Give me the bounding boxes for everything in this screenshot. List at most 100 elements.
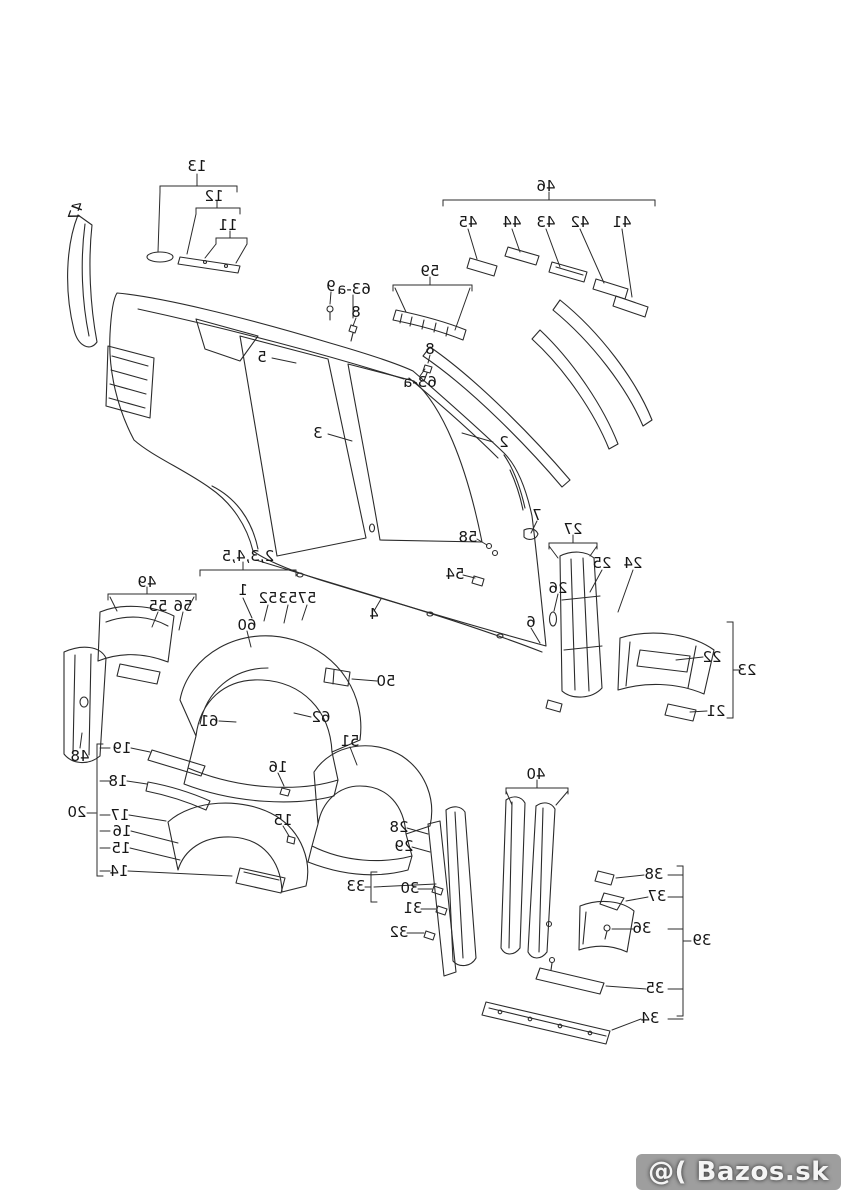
inner-panel-48 — [63, 646, 107, 764]
leader-line — [79, 732, 83, 749]
clip-15 — [286, 835, 296, 845]
part-callout-27: 27 — [563, 520, 582, 538]
sill-rivet — [527, 1016, 533, 1022]
part-callout-63-a: 63-a — [403, 373, 437, 391]
part-callout-2,3,4,5: 2,3,4,5 — [222, 547, 274, 565]
leader-line — [611, 1018, 642, 1031]
part-callout-38: 38 — [644, 865, 663, 883]
leader-line — [127, 870, 233, 877]
body-side-frame-outline — [109, 292, 547, 647]
part-callout-29: 29 — [394, 837, 413, 855]
leader-line — [263, 604, 269, 622]
leader-line — [605, 985, 647, 990]
small-bracket — [545, 699, 563, 713]
sill-rivet — [497, 1009, 503, 1015]
part-callout-58: 58 — [458, 528, 477, 546]
leader-line — [271, 357, 297, 364]
part-callout-43: 43 — [536, 213, 555, 231]
sill-rivet — [557, 1023, 563, 1029]
part-callout-2: 2 — [499, 433, 509, 451]
part-callout-15: 15 — [273, 811, 292, 829]
side-member-22-23 — [617, 632, 715, 695]
a-pillar-inner-line — [408, 377, 499, 459]
part-callout-26: 26 — [548, 579, 567, 597]
part-47-inner-line — [81, 223, 90, 337]
part-callout-30: 30 — [400, 879, 419, 897]
bolt-58 — [491, 549, 499, 557]
part-drawings — [63, 214, 715, 1045]
part-callout-32: 32 — [389, 923, 408, 941]
leader-line — [151, 611, 159, 628]
part-callout-3: 3 — [313, 424, 323, 442]
leader-line — [282, 825, 290, 837]
leader-line — [467, 228, 478, 260]
leader-line — [545, 228, 561, 268]
bolt-8-mid — [422, 364, 433, 382]
part-callout-28: 28 — [389, 818, 408, 836]
part-callout-9: 9 — [326, 277, 336, 295]
leader-line — [349, 746, 358, 766]
sill-hole — [426, 611, 434, 617]
part-callout-15: 15 — [111, 839, 130, 857]
part-callout-46: 46 — [536, 177, 555, 195]
roof-bracket-43 — [548, 261, 588, 283]
strip-55-56 — [116, 663, 161, 685]
part-callout-63-a: 63-a — [337, 280, 371, 298]
part-callout-45: 45 — [458, 213, 477, 231]
part-callout-5: 5 — [257, 348, 267, 366]
leader-line — [186, 213, 197, 255]
bracket-50 — [323, 667, 351, 687]
leader-line — [675, 656, 704, 661]
part-callout-37: 37 — [647, 887, 666, 905]
leader-line — [204, 243, 217, 259]
strip-18 — [145, 781, 211, 811]
leader-line — [625, 896, 649, 902]
part-callout-12: 12 — [204, 187, 223, 205]
part-callout-59: 59 — [420, 262, 439, 280]
part-callout-51: 51 — [340, 732, 359, 750]
carrier-panel-36-37 — [578, 900, 635, 953]
leader-line — [476, 538, 488, 546]
leader-line — [329, 291, 332, 305]
part-callout-47: 47 — [64, 199, 87, 223]
leader-line — [579, 228, 605, 284]
part-callout-11: 11 — [218, 216, 237, 234]
part-callout-16: 16 — [112, 822, 131, 840]
screw-9 — [326, 305, 334, 313]
part-callout-48: 48 — [70, 747, 89, 765]
b-pillar-bolt — [545, 920, 553, 928]
panel-48-hole — [79, 696, 89, 708]
leader-line — [352, 317, 357, 327]
part-callout-62: 62 — [311, 708, 330, 726]
part-callout-19: 19 — [112, 739, 131, 757]
part-callout-53: 53 — [278, 589, 297, 607]
leader-line — [130, 747, 151, 753]
roof-side-sweep-rail — [422, 346, 571, 488]
clip-31 — [435, 905, 448, 916]
part-callout-4: 4 — [369, 605, 379, 623]
part-callout-18: 18 — [108, 772, 127, 790]
part-callout-61: 61 — [199, 712, 218, 730]
part-callout-50: 50 — [376, 672, 395, 690]
part-callout-31: 31 — [403, 899, 422, 917]
rear-panel-detail-box — [105, 345, 155, 419]
leader-line — [283, 604, 289, 624]
leader-line — [511, 228, 521, 253]
part-callout-20: 20 — [67, 803, 86, 821]
header-rail-59 — [392, 309, 467, 341]
sill-hole — [496, 633, 504, 639]
quarter-window-cutout — [195, 318, 259, 362]
sill-rivet — [587, 1030, 593, 1036]
leader-line — [301, 604, 308, 621]
strip-rivet — [202, 259, 208, 265]
part-callout-52: 52 — [258, 589, 277, 607]
part-callout-6: 6 — [526, 613, 536, 631]
leader-line — [505, 790, 513, 806]
bazos-watermark: @( Bazos.sk — [636, 1154, 841, 1190]
leader-line — [621, 228, 633, 298]
sill-member-35 — [535, 967, 605, 995]
part-callout-54: 54 — [445, 565, 464, 583]
part-callout-44: 44 — [502, 213, 521, 231]
